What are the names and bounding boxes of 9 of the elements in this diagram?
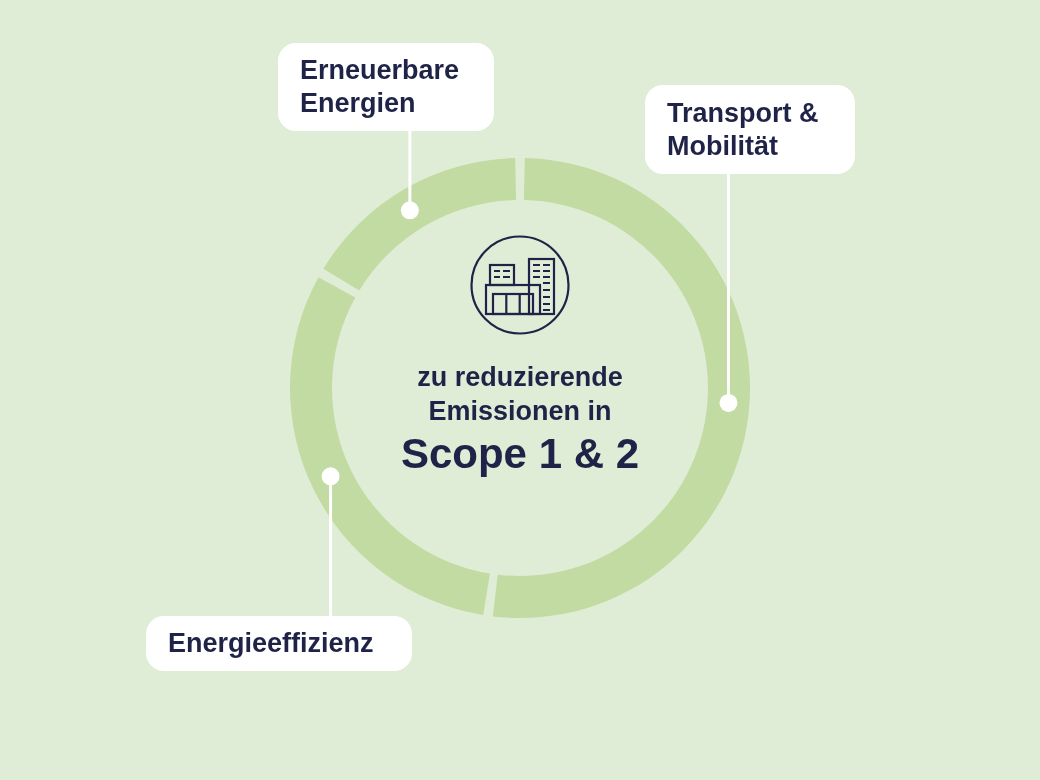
category-callout: Energieeffizienz [146, 616, 412, 671]
center-caption: zu reduzierende Emissionen in [416, 361, 624, 428]
leader-line [400, 131, 419, 220]
leader-line [321, 467, 340, 616]
scope-title: Scope 1 & 2 [399, 429, 641, 479]
category-callout: Transport & Mobilität [645, 85, 855, 174]
ring-segment [323, 158, 517, 291]
category-callout: Erneuerbare Energien [278, 43, 494, 131]
leader-line [719, 174, 738, 412]
